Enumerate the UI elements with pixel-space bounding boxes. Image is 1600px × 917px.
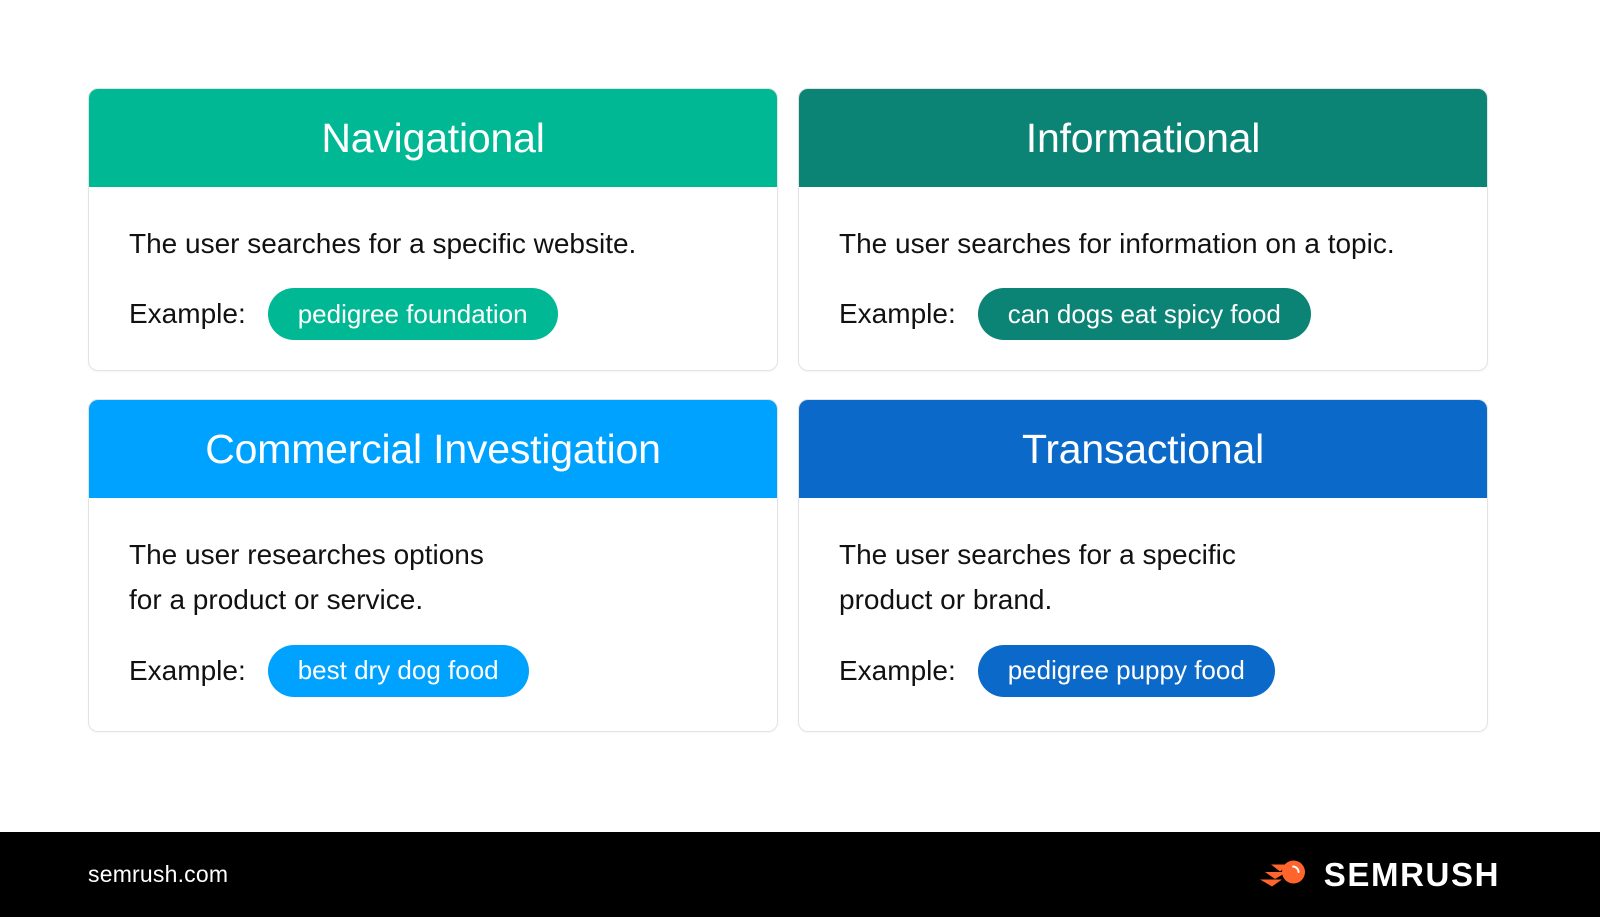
card-description: The user researches options for a produc… <box>129 539 484 616</box>
footer-bar: semrush.com SEMRUSH <box>0 832 1600 917</box>
card-description: The user searches for a specific website… <box>129 228 637 259</box>
example-label: Example: <box>129 654 246 686</box>
card-body-commercial-investigation: The user researches options for a produc… <box>89 498 777 731</box>
example-label: Example: <box>839 298 956 330</box>
card-commercial-investigation: Commercial Investigation The user resear… <box>88 399 778 732</box>
card-body-transactional: The user searches for a specific product… <box>799 498 1487 731</box>
example-label: Example: <box>839 654 956 686</box>
card-informational: Informational The user searches for info… <box>798 88 1488 371</box>
card-transactional: Transactional The user searches for a sp… <box>798 399 1488 732</box>
example-row: Example: pedigree foundation <box>129 288 737 341</box>
example-row: Example: best dry dog food <box>129 644 737 697</box>
example-query-pill[interactable]: pedigree foundation <box>267 288 558 341</box>
card-description: The user searches for information on a t… <box>839 228 1395 259</box>
example-row: Example: pedigree puppy food <box>839 644 1447 697</box>
semrush-wordmark: SEMRUSH <box>1323 856 1500 893</box>
example-query-pill[interactable]: can dogs eat spicy food <box>977 288 1311 341</box>
card-title: Transactional <box>1022 425 1264 472</box>
cards-area: Navigational The user searches for a spe… <box>88 88 1490 732</box>
card-grid: Navigational The user searches for a spe… <box>88 88 1490 732</box>
card-navigational: Navigational The user searches for a spe… <box>88 88 778 371</box>
card-header-transactional: Transactional <box>799 400 1487 498</box>
example-row: Example: can dogs eat spicy food <box>839 288 1447 341</box>
card-title: Commercial Investigation <box>205 425 661 472</box>
semrush-comet-icon <box>1258 855 1310 894</box>
semrush-logo: SEMRUSH <box>1258 855 1500 894</box>
example-query-pill[interactable]: pedigree puppy food <box>977 644 1275 697</box>
card-body-navigational: The user searches for a specific website… <box>89 187 777 370</box>
card-body-informational: The user searches for information on a t… <box>799 187 1487 370</box>
card-header-commercial-investigation: Commercial Investigation <box>89 400 777 498</box>
card-header-navigational: Navigational <box>89 89 777 187</box>
footer-site-url: semrush.com <box>88 861 229 887</box>
example-label: Example: <box>129 298 246 330</box>
card-description: The user searches for a specific product… <box>839 539 1236 616</box>
card-title: Navigational <box>321 114 545 161</box>
card-title: Informational <box>1025 114 1261 161</box>
example-query-pill[interactable]: best dry dog food <box>267 644 529 697</box>
card-header-informational: Informational <box>799 89 1487 187</box>
